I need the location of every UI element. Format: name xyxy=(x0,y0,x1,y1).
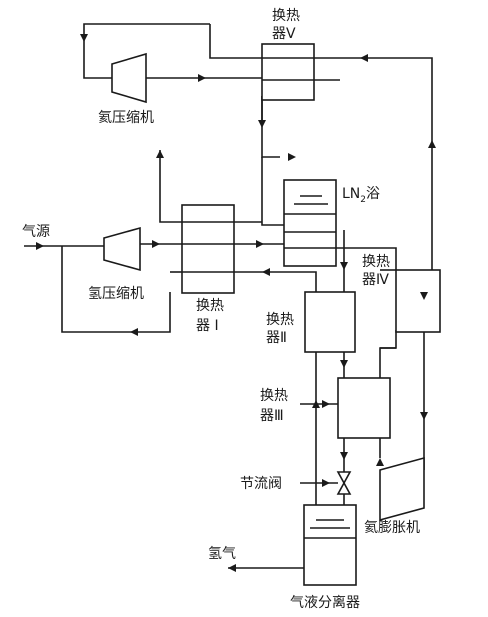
hx2-label-line1: 换热 xyxy=(266,311,294,328)
hx5-label-line1: 换热 xyxy=(272,7,300,24)
ln2-bath xyxy=(283,179,337,267)
throttle-valve xyxy=(336,471,352,495)
hx4-label-line2: 器Ⅳ xyxy=(362,272,389,288)
hydrogen-compressor-label: 氢压缩机 xyxy=(88,286,144,302)
heat-exchanger-ii xyxy=(304,291,356,353)
hydrogen-compressor xyxy=(103,226,141,272)
heat-exchanger-iv xyxy=(395,269,441,333)
helium-expander xyxy=(379,456,425,522)
heat-exchanger-iii xyxy=(337,377,391,439)
gas-liquid-separator xyxy=(303,504,357,586)
hx2-label-line2: 器Ⅱ xyxy=(266,330,287,346)
hx3-label-line2: 器Ⅲ xyxy=(260,408,284,424)
hx4-label-line1: 换热 xyxy=(362,253,390,270)
helium-compressor xyxy=(111,52,147,104)
hx3-label-line1: 换热 xyxy=(260,387,288,404)
hx1-label-line2: 器 I xyxy=(196,318,219,334)
heat-exchanger-v xyxy=(261,43,315,101)
ln2-bath-label: LN2浴 xyxy=(342,186,380,205)
hx1-label-line1: 换热 xyxy=(196,297,224,314)
gas-source-label: 气源 xyxy=(22,224,50,240)
hx5-label-line2: 器V xyxy=(272,26,296,42)
gas-liquid-separator-label: 气液分离器 xyxy=(290,594,360,611)
throttle-valve-label: 节流阀 xyxy=(240,476,282,492)
helium-compressor-label: 氦压缩机 xyxy=(98,110,154,126)
flow-arrows xyxy=(36,34,436,572)
helium-expander-label: 氦膨胀机 xyxy=(364,519,420,536)
heat-exchanger-i xyxy=(181,204,235,294)
hydrogen-gas-label: 氢气 xyxy=(208,546,236,562)
